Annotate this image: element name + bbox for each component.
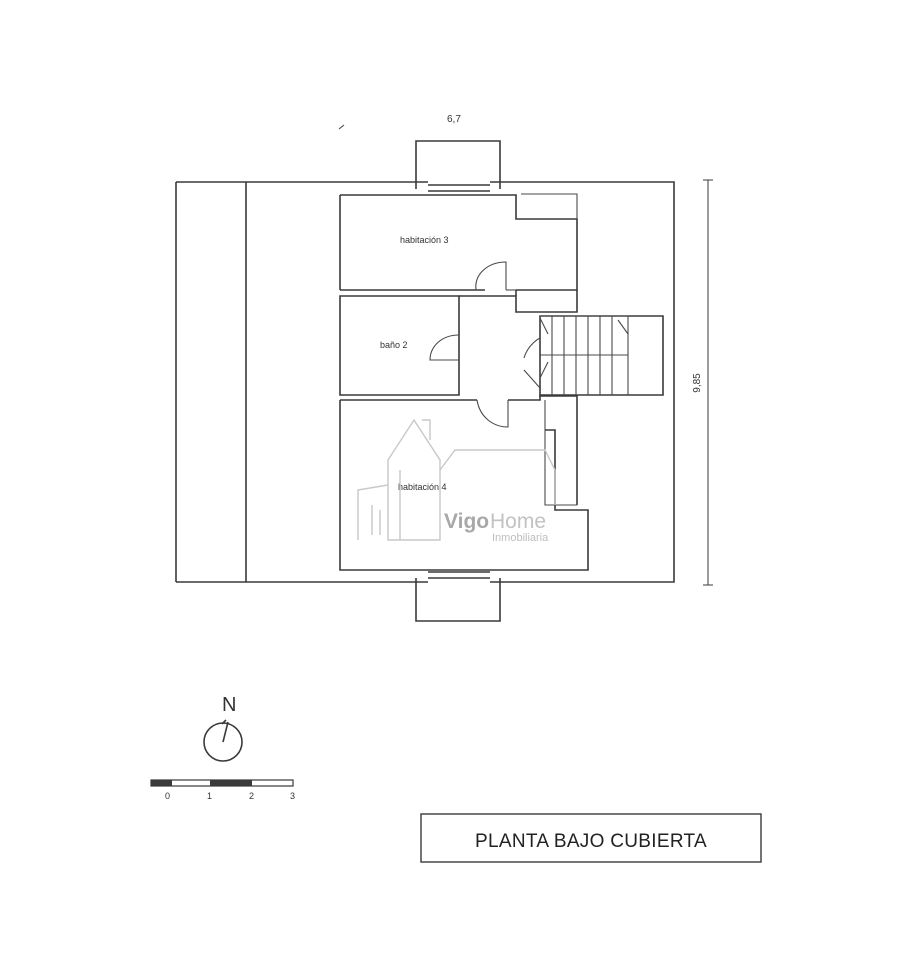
door-room3 xyxy=(475,261,516,291)
compass-arrow-icon xyxy=(221,719,229,743)
scale-tick-3: 3 xyxy=(290,791,295,801)
room4-label: habitación 4 xyxy=(398,482,447,492)
bath2-label: baño 2 xyxy=(380,340,408,350)
north-compass: N xyxy=(203,694,243,762)
scale-bar: 0 1 2 3 xyxy=(150,779,295,801)
room-habitacion-3 xyxy=(339,193,578,291)
dimension-line-right xyxy=(703,179,713,586)
room-bano-2 xyxy=(339,295,460,396)
door-room4 xyxy=(476,399,509,428)
watermark-logo: Vigo Home Inmobiliaria xyxy=(357,418,556,544)
outer-outline xyxy=(175,181,675,583)
door-bath2 xyxy=(429,334,460,361)
north-label: N xyxy=(222,694,236,716)
top-bay xyxy=(415,140,501,192)
room-habitacion-4 xyxy=(339,396,589,571)
corridor xyxy=(459,290,578,505)
watermark-brand-b: Home xyxy=(490,510,546,533)
watermark-subtitle: Inmobiliaria xyxy=(492,532,549,544)
plan-title: PLANTA BAJO CUBIERTA xyxy=(475,831,707,852)
stray-mark xyxy=(338,124,345,130)
title-box: PLANTA BAJO CUBIERTA xyxy=(420,813,762,863)
dimension-right: 9,85 xyxy=(692,373,703,393)
staircase xyxy=(523,315,664,396)
room3-label: habitación 3 xyxy=(400,235,449,245)
scale-tick-1: 1 xyxy=(207,791,212,801)
scale-tick-2: 2 xyxy=(249,791,254,801)
dimension-top: 6,7 xyxy=(447,114,461,125)
watermark-brand-a: Vigo xyxy=(444,510,489,533)
scale-tick-0: 0 xyxy=(165,791,170,801)
bottom-bay xyxy=(415,571,501,622)
